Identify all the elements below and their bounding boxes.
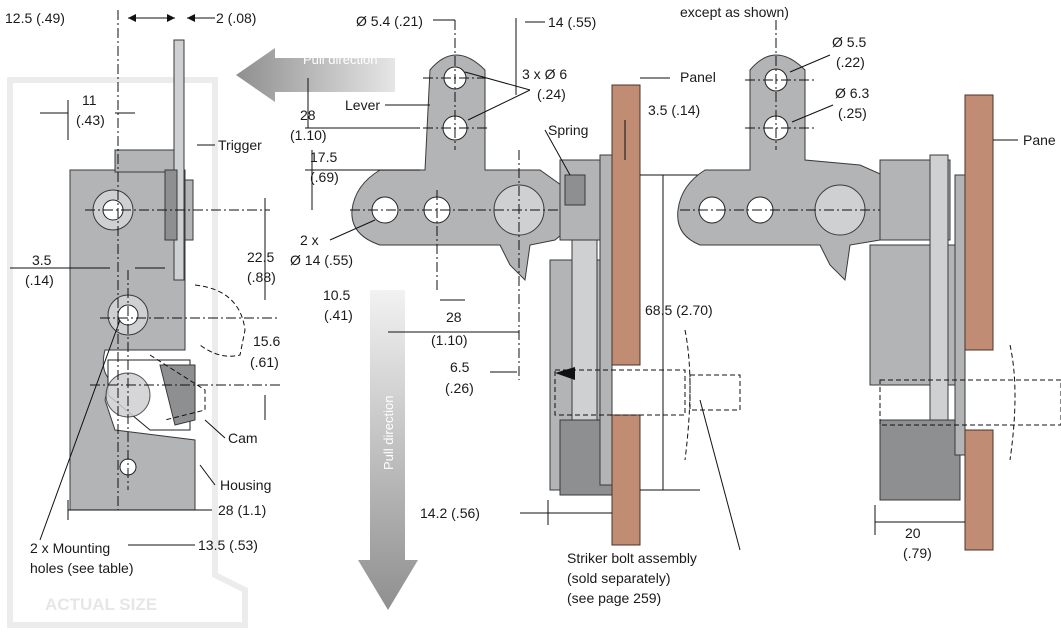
dim-offset-a: 11 [82, 92, 97, 108]
housing-right-foot [879, 419, 961, 501]
label-cam: Cam [228, 430, 258, 446]
right-dim-hole-a-b: (.22) [836, 54, 865, 70]
label-spring: Spring [548, 122, 588, 138]
cam-path-hidden [149, 354, 206, 421]
dim-pivot-b: (.41) [324, 307, 353, 323]
dim-lever-pitch-b: (1.10) [290, 127, 327, 143]
spring-coil [564, 174, 586, 206]
pull-arrow-vertical: Pull direction [358, 290, 418, 610]
housing-top [114, 149, 176, 173]
dim-pivot-a: 10.5 [323, 287, 350, 303]
dim-lever-pitch-a: 28 [300, 107, 316, 123]
dim-width-bottom: 28 (1.1) [218, 502, 266, 518]
leader-mounting [39, 319, 121, 541]
label-pivot-a: 2 x [300, 232, 319, 248]
dim-hole-offset: 13.5 (.53) [198, 537, 258, 553]
dim-offset-b: (.43) [76, 112, 105, 128]
panel-right-lower [964, 429, 994, 551]
dim-panel-a: 3.5 (.14) [648, 102, 700, 118]
label-mounting-b: holes (see table) [30, 560, 134, 576]
pull-direction-v-label: Pull direction [381, 396, 396, 470]
dim-small-b: (.26) [445, 380, 474, 396]
label-lever: Lever [345, 97, 380, 113]
right-dim-bottom-b: (.79) [903, 545, 932, 561]
label-holes-a: 3 x Ø 6 [522, 66, 567, 82]
label-holes-b: (.24) [537, 86, 566, 102]
dim-height: 68.5 (2.70) [645, 302, 713, 318]
dim-spacing-b: (.88) [247, 269, 276, 285]
trigger-clip [164, 169, 178, 241]
panel-upper [611, 84, 641, 366]
cam-swing-hidden [194, 284, 246, 357]
housing-body [69, 169, 196, 511]
right-dim-bottom-a: 20 [905, 525, 921, 541]
dim-lever-height-b: (.69) [310, 169, 339, 185]
right-view: Ø 5.5 (.22) Ø 6.3 (.25) Pane 20 (.79) [677, 20, 1061, 561]
actual-size-label: ACTUAL SIZE [45, 595, 157, 614]
right-dim-hole-b-b: (.25) [838, 105, 867, 121]
dim-bottom: 14.2 (.56) [420, 505, 480, 521]
left-view: ACTUAL SIZE [5, 10, 280, 628]
housing-flange [599, 154, 613, 486]
dim-spacing-a: 22.5 [247, 249, 274, 265]
dim-lever-thickness: 14 (.55) [548, 14, 596, 30]
label-striker-c: (see page 259) [567, 590, 661, 606]
dim-cam-a: 15.6 [253, 333, 280, 349]
right-dim-hole-b-a: Ø 6.3 [835, 85, 869, 101]
trigger-plate [173, 39, 185, 281]
actual-size-outline [7, 77, 248, 628]
slider-bar [571, 239, 598, 421]
label-panel: Panel [680, 69, 716, 85]
label-striker-a: Striker bolt assembly [567, 550, 697, 566]
right-label-panel: Pane [1023, 132, 1056, 148]
dim-left-b: (.14) [25, 272, 54, 288]
label-trigger: Trigger [218, 137, 262, 153]
dim-trigger-thickness: 2 (.08) [216, 10, 256, 26]
right-dim-hole-a-a: Ø 5.5 [832, 34, 866, 50]
dim-lever-hole: Ø 5.4 (.21) [356, 13, 423, 29]
dim-width-top: 12.5 (.49) [5, 10, 65, 26]
pull-arrow-horizontal: Pull direction [236, 48, 395, 102]
pull-direction-h-label: Pull direction [303, 52, 377, 67]
dim-cam-b: (.61) [250, 354, 279, 370]
panel-right-upper [964, 94, 994, 351]
panel-lower [611, 414, 641, 546]
label-housing: Housing [220, 477, 271, 493]
cam-body [159, 364, 196, 426]
striker-bolt-hidden [554, 369, 686, 416]
top-note: except as shown) [680, 4, 789, 20]
middle-view: Ø 5.4 (.21) 14 (.55) 3 x Ø 6 (.24) Lever… [290, 4, 789, 606]
label-pivot-b: Ø 14 (.55) [290, 252, 353, 268]
label-mounting-a: 2 x Mounting [30, 540, 110, 556]
dim-span-b: (1.10) [431, 332, 468, 348]
dim-left-a: 3.5 [32, 252, 52, 268]
dim-lever-height-a: 17.5 [310, 149, 337, 165]
dim-small-a: 6.5 [450, 359, 470, 375]
label-striker-b: (sold separately) [567, 570, 671, 586]
flange-right [954, 174, 966, 456]
dim-span-a: 28 [446, 309, 462, 325]
striker-head-hidden [684, 329, 691, 461]
slider-right [929, 154, 949, 456]
